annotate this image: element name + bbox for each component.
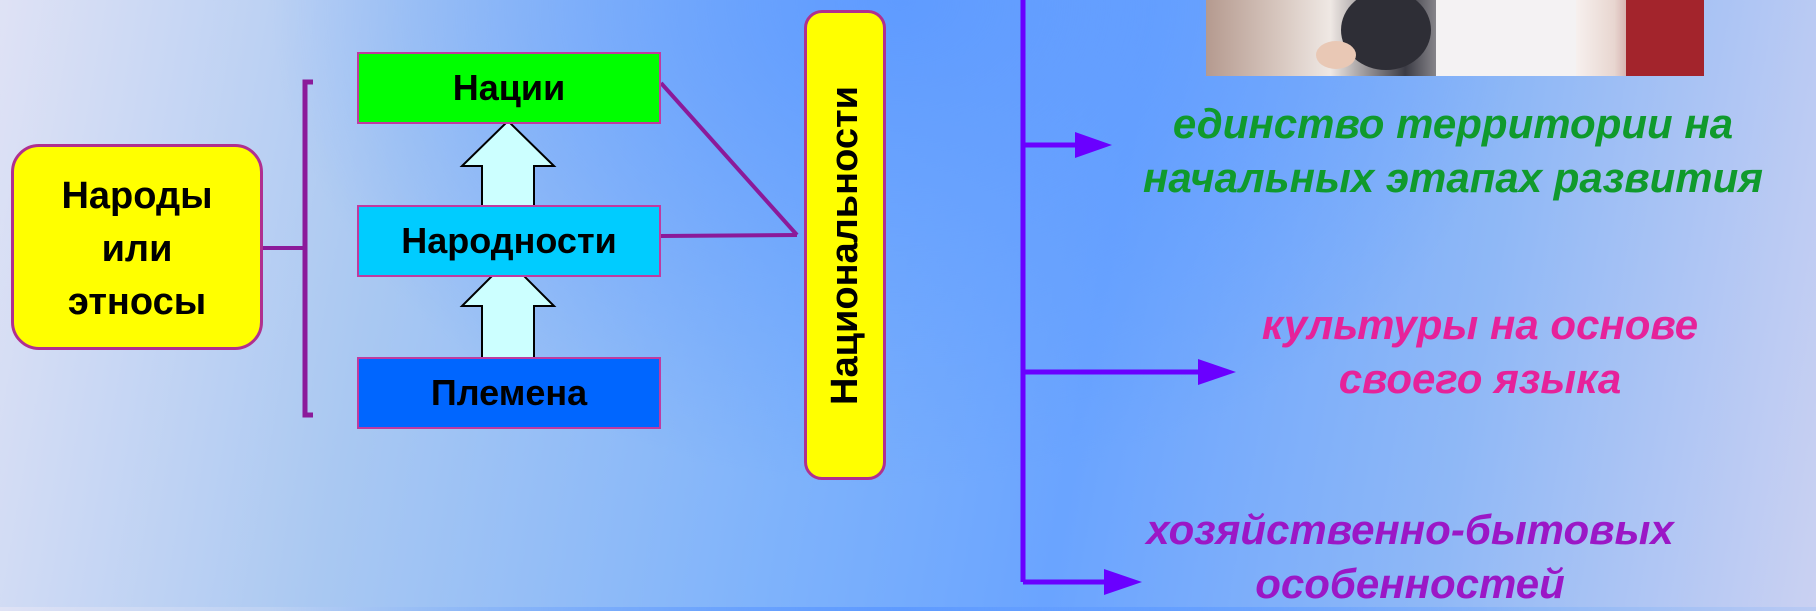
culture-arrow-head	[1198, 359, 1236, 385]
nations-box: Нации	[357, 52, 661, 124]
people-photo	[1206, 0, 1704, 76]
feature-culture-line2: своего языка	[1338, 355, 1622, 402]
nationalities-box	[804, 10, 886, 480]
peoples-label: Народы или этносы	[11, 170, 263, 329]
peoples-label-line3: этносы	[67, 281, 207, 323]
peoples-label-line1: Народы	[61, 175, 213, 217]
peoples-label-line2: или	[101, 228, 173, 270]
narodnosti-label: Народности	[401, 220, 617, 261]
feature-territory: единство территории на начальных этапах …	[1090, 97, 1816, 205]
peoples-box	[11, 144, 263, 350]
nations-to-nationalities-line	[659, 81, 799, 237]
feature-culture-line1: культуры на основе	[1261, 301, 1699, 348]
nations-label: Нации	[452, 67, 566, 108]
feature-culture: культуры на основе своего языка	[1180, 298, 1780, 406]
feature-territory-line1: единство территории на	[1172, 100, 1734, 147]
tribes-box: Племена	[357, 357, 661, 429]
feature-territory-line2: начальных этапах развития	[1143, 154, 1763, 201]
up-arrow-narodnosti-to-nations	[459, 119, 557, 219]
people-photo-image	[1316, 0, 1704, 76]
nationalities-label: Национальности	[823, 85, 866, 405]
feature-household-line1: хозяйственно-бытовых	[1146, 506, 1674, 553]
hierarchy-bracket	[302, 79, 313, 418]
nationalities-label-wrap: Национальности	[804, 10, 886, 480]
feature-household: хозяйственно-бытовых особенностей	[1080, 503, 1740, 611]
narodnosti-to-nationalities-line	[660, 233, 798, 238]
narodnosti-box: Народности	[357, 205, 661, 277]
feature-household-line2: особенностей	[1255, 560, 1565, 607]
household-arrow-head	[1104, 569, 1142, 595]
territory-arrow-head	[1075, 132, 1112, 158]
tribes-label: Племена	[430, 372, 588, 413]
